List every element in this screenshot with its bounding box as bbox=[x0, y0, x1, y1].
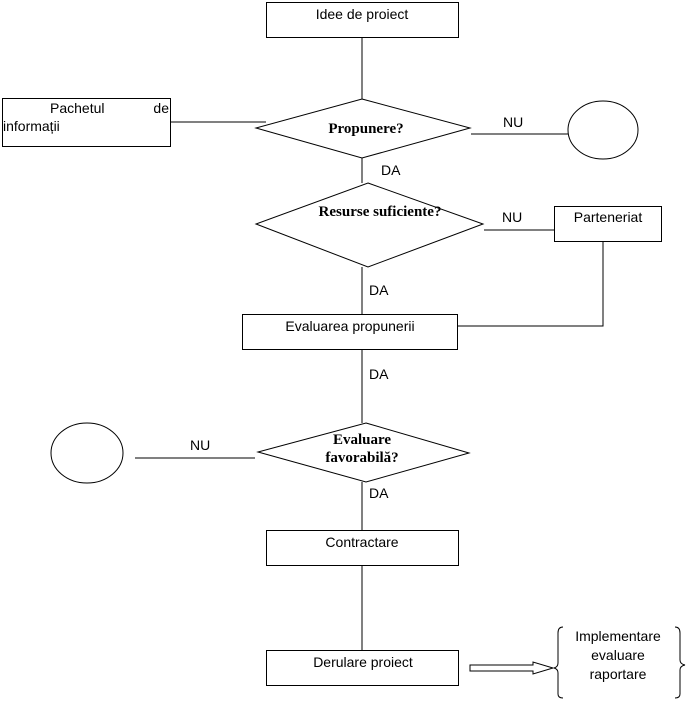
node-partnership-label: Parteneriat bbox=[574, 209, 643, 225]
edge-label-resources-no: NU bbox=[502, 209, 522, 225]
node-execution: Derulare proiect bbox=[266, 650, 459, 686]
node-contracting-label: Contractare bbox=[325, 534, 398, 550]
outcome-line-3: raportare bbox=[590, 666, 647, 682]
right-brace-icon bbox=[674, 626, 686, 699]
node-idea-label: Idee de proiect bbox=[316, 6, 409, 22]
node-contracting: Contractare bbox=[266, 530, 459, 566]
node-outcomes: Implementare evaluare raportare bbox=[575, 628, 661, 682]
node-info-pack-label-2: de bbox=[153, 100, 169, 116]
outcome-line-2: evaluare bbox=[591, 647, 645, 663]
edge-label-resources-yes: DA bbox=[369, 282, 389, 298]
node-info-pack-label-1: Pachetul bbox=[50, 100, 104, 116]
node-partnership: Parteneriat bbox=[554, 206, 662, 242]
edge-partnership-evaluation bbox=[458, 242, 604, 327]
node-resources-label: Resurse suficiente? bbox=[319, 204, 442, 220]
node-resources: Resurse suficiente? bbox=[254, 182, 485, 268]
block-arrow-icon bbox=[469, 661, 555, 675]
outcome-line-1: Implementare bbox=[575, 628, 661, 644]
edge-label-evaluation-yes: DA bbox=[369, 366, 389, 382]
edge-label-proposal-yes: DA bbox=[381, 162, 401, 178]
node-end-left bbox=[50, 422, 124, 484]
edge-label-proposal-no: NU bbox=[503, 114, 523, 130]
edge-label-favorable-no: NU bbox=[190, 437, 210, 453]
node-favorable: Evaluare favorabilă? bbox=[256, 422, 471, 483]
edge-label-favorable-yes: DA bbox=[369, 485, 389, 501]
node-idea: Idee de proiect bbox=[266, 2, 459, 38]
node-execution-label: Derulare proiect bbox=[313, 654, 413, 670]
node-proposal: Propunere? bbox=[254, 98, 472, 159]
node-evaluation: Evaluarea propunerii bbox=[242, 314, 458, 350]
node-evaluation-label: Evaluarea propunerii bbox=[285, 318, 414, 334]
node-end-top bbox=[567, 100, 639, 160]
node-info-pack: Pachetul de informații bbox=[2, 98, 171, 147]
left-brace-icon bbox=[553, 626, 564, 699]
node-proposal-label: Propunere? bbox=[328, 121, 403, 137]
node-info-pack-label-3: informații bbox=[3, 118, 60, 134]
node-favorable-label-2: favorabilă? bbox=[325, 450, 398, 466]
node-favorable-label-1: Evaluare bbox=[333, 432, 391, 448]
